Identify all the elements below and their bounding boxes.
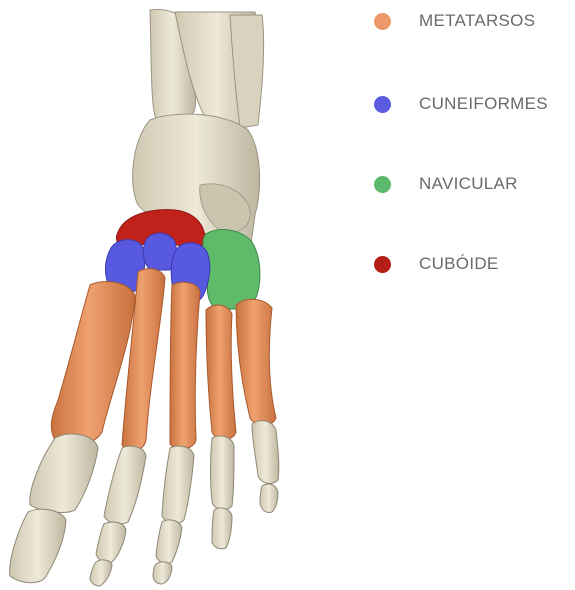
legend-item-metatarsos: METATARSOS: [374, 9, 535, 33]
legend-label-navicular: NAVICULAR: [419, 174, 518, 194]
navicular-bone: [203, 230, 260, 310]
legend-label-metatarsos: METATARSOS: [419, 11, 535, 31]
legend-item-cuboide: CUBÓIDE: [374, 252, 499, 276]
legend-label-cuneiformes: CUNEIFORMES: [419, 94, 548, 114]
legend-item-cuneiformes: CUNEIFORMES: [374, 92, 548, 116]
legend-item-navicular: NAVICULAR: [374, 172, 518, 196]
metatarsos-color-dot: [374, 13, 391, 30]
navicular-color-dot: [374, 176, 391, 193]
legend: METATARSOS CUNEIFORMES NAVICULAR CUBÓIDE: [374, 0, 574, 290]
cuboide-color-dot: [374, 256, 391, 273]
legend-label-cuboide: CUBÓIDE: [419, 254, 499, 274]
cuneiformes-color-dot: [374, 96, 391, 113]
leg-bones: [150, 10, 264, 130]
